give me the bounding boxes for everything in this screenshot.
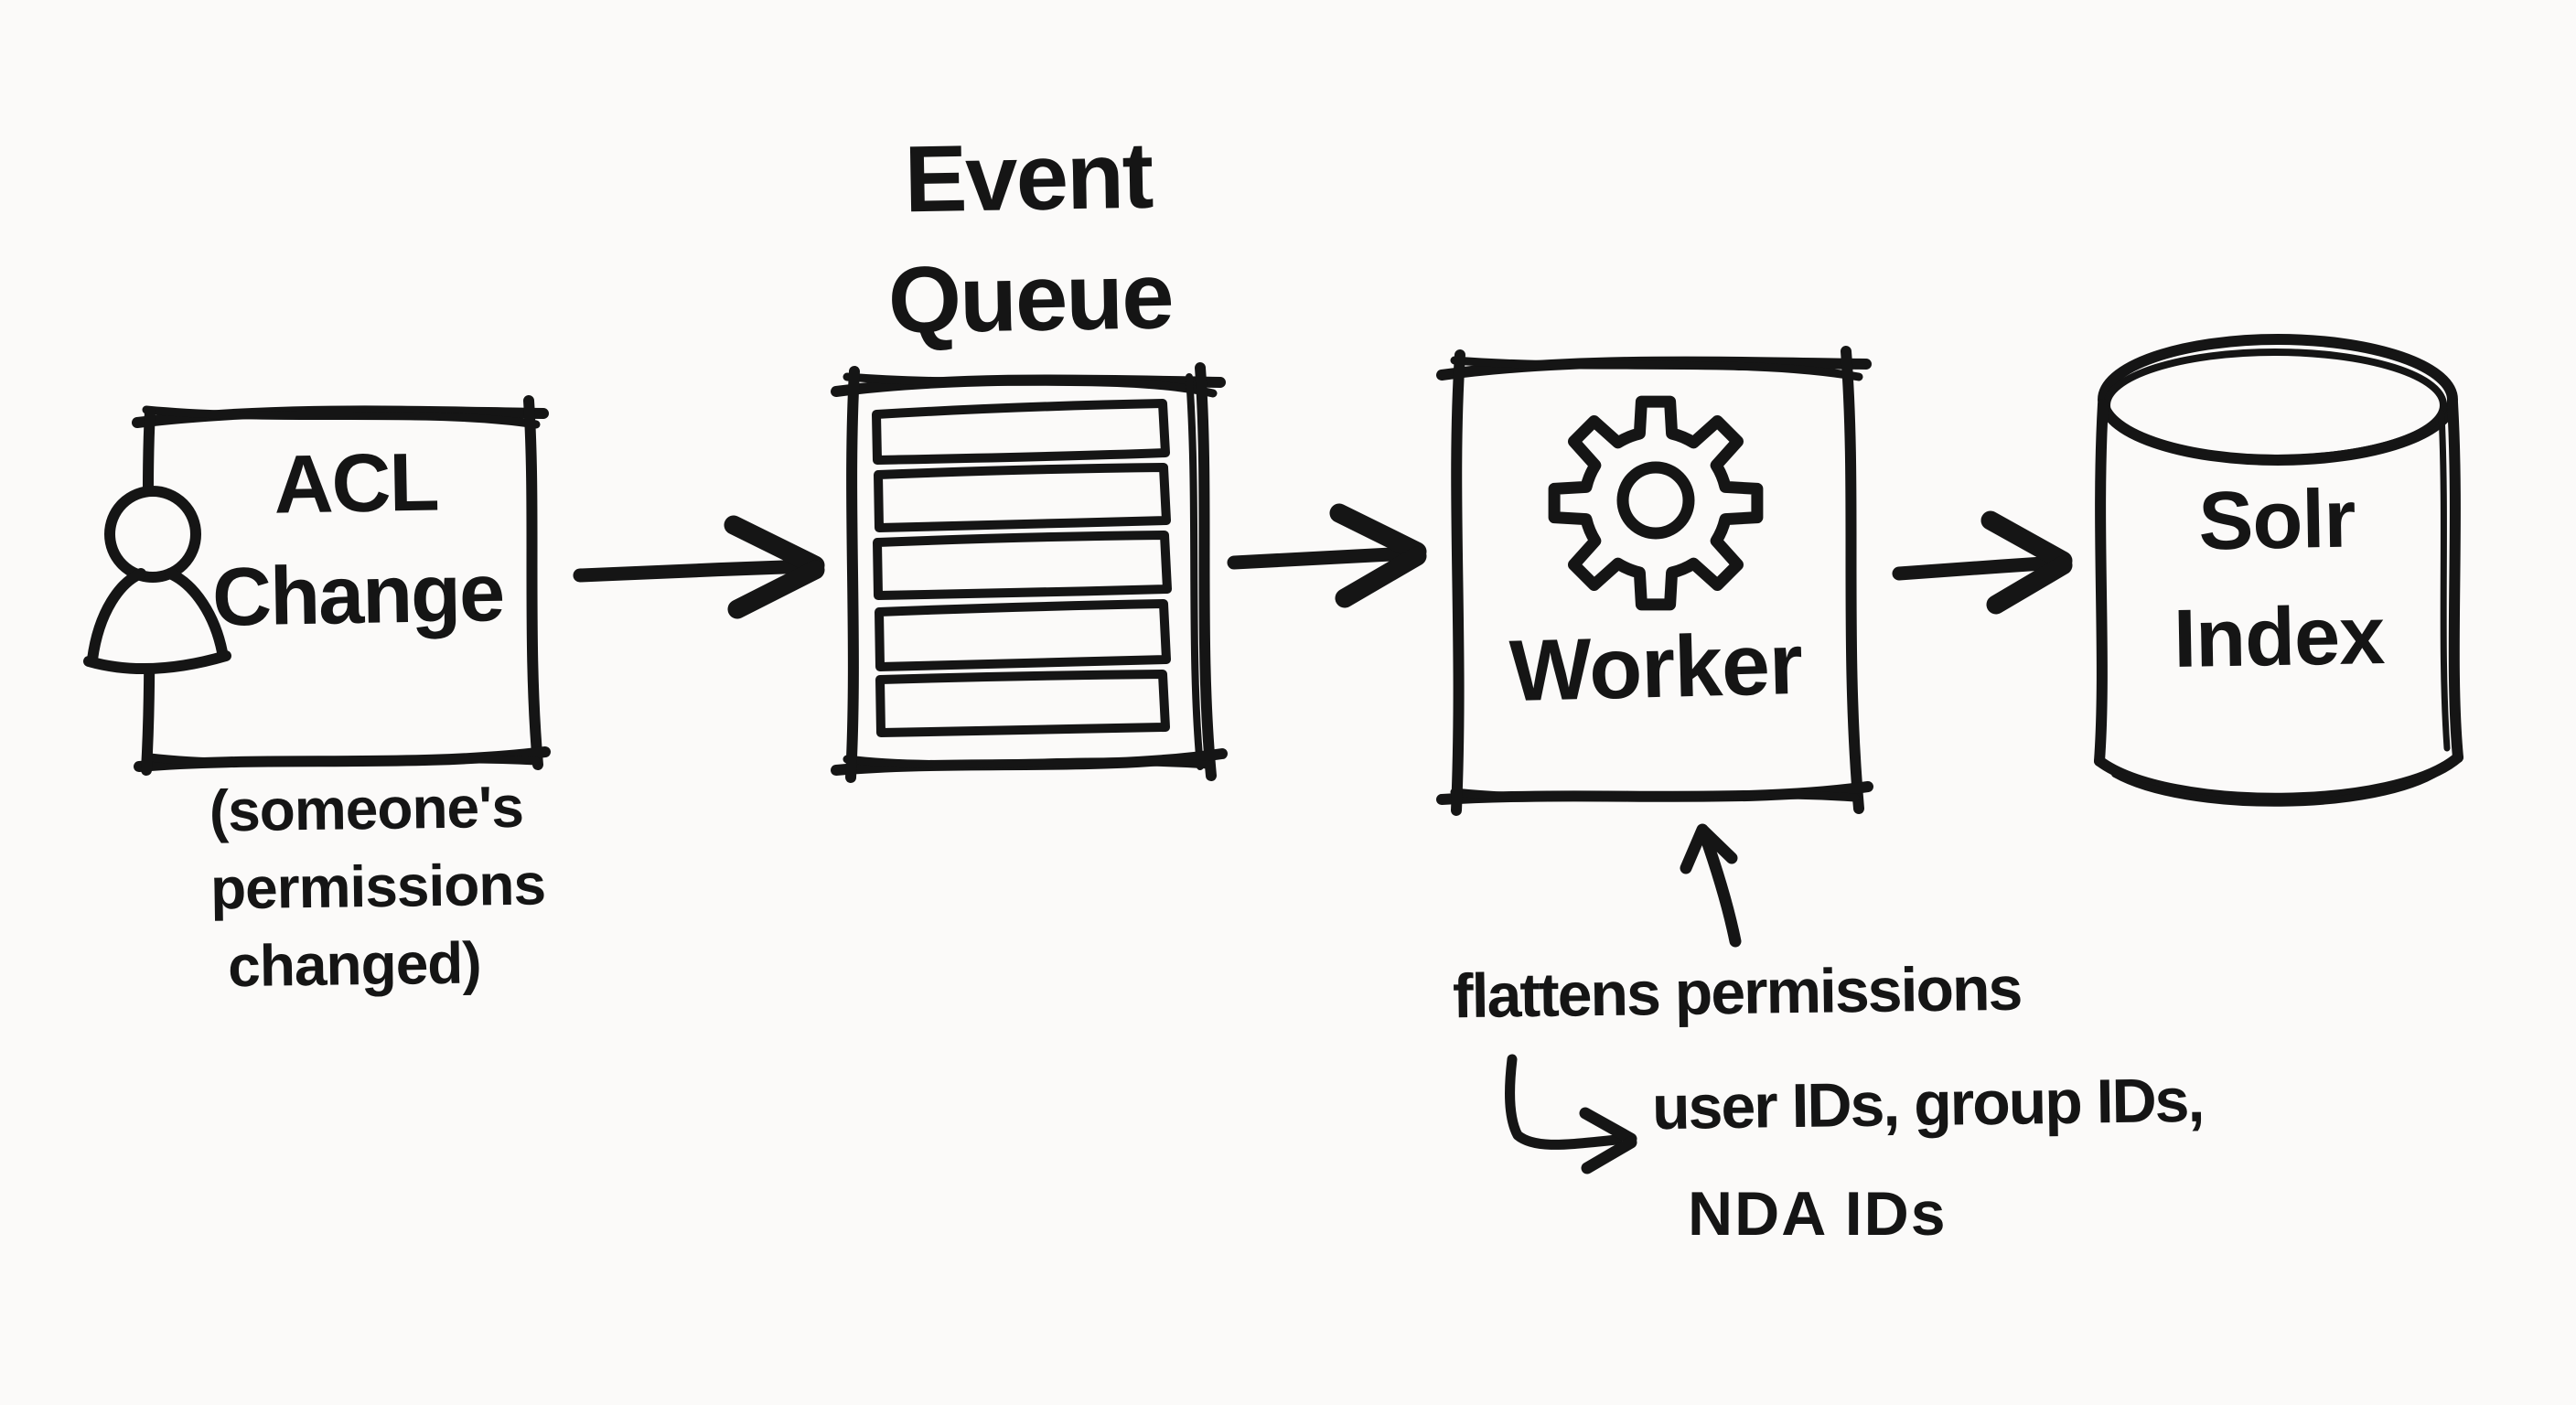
- solr-index-label-line2: Index: [2173, 589, 2385, 685]
- event-queue-box: [831, 362, 1228, 783]
- arrow-right-icon: [1227, 503, 1427, 608]
- worker-annotation-line1: flattens permissions: [1452, 953, 2022, 1032]
- acl-caption-line2: permissions: [209, 851, 546, 922]
- acl-caption-line3: changed): [227, 929, 482, 1000]
- event-queue-title: Event Queue: [844, 114, 1215, 362]
- event-queue-title-line1: Event: [903, 122, 1154, 232]
- solr-index-label: Solr Index: [2120, 460, 2435, 699]
- gear-icon: [1548, 395, 1764, 611]
- arrow-up-icon: [1680, 823, 1742, 948]
- solr-index-label-line1: Solr: [2197, 473, 2356, 568]
- acl-change-caption: (someone's permissions changed): [209, 767, 547, 1005]
- worker-annotation-line2: user IDs, group IDs,: [1651, 1065, 2204, 1143]
- acl-change-title-line2: Change: [211, 547, 504, 645]
- arrow-right-icon: [573, 515, 825, 619]
- acl-caption-line1: (someone's: [209, 773, 524, 844]
- worker-box: [1436, 346, 1873, 816]
- worker-annotation-line3: NDA IDs: [1688, 1179, 1948, 1249]
- acl-change-title: ACL Change: [204, 425, 510, 655]
- event-queue-title-line2: Queue: [886, 242, 1174, 353]
- worker-label: Worker: [1508, 615, 1804, 721]
- arrow-right-icon: [1892, 510, 2073, 615]
- person-icon: [83, 486, 231, 674]
- branch-arrow-icon: [1505, 1054, 1637, 1174]
- database-cylinder-icon: [2094, 334, 2463, 807]
- acl-change-title-line1: ACL: [273, 436, 439, 531]
- queue-rows-icon: [872, 399, 1172, 737]
